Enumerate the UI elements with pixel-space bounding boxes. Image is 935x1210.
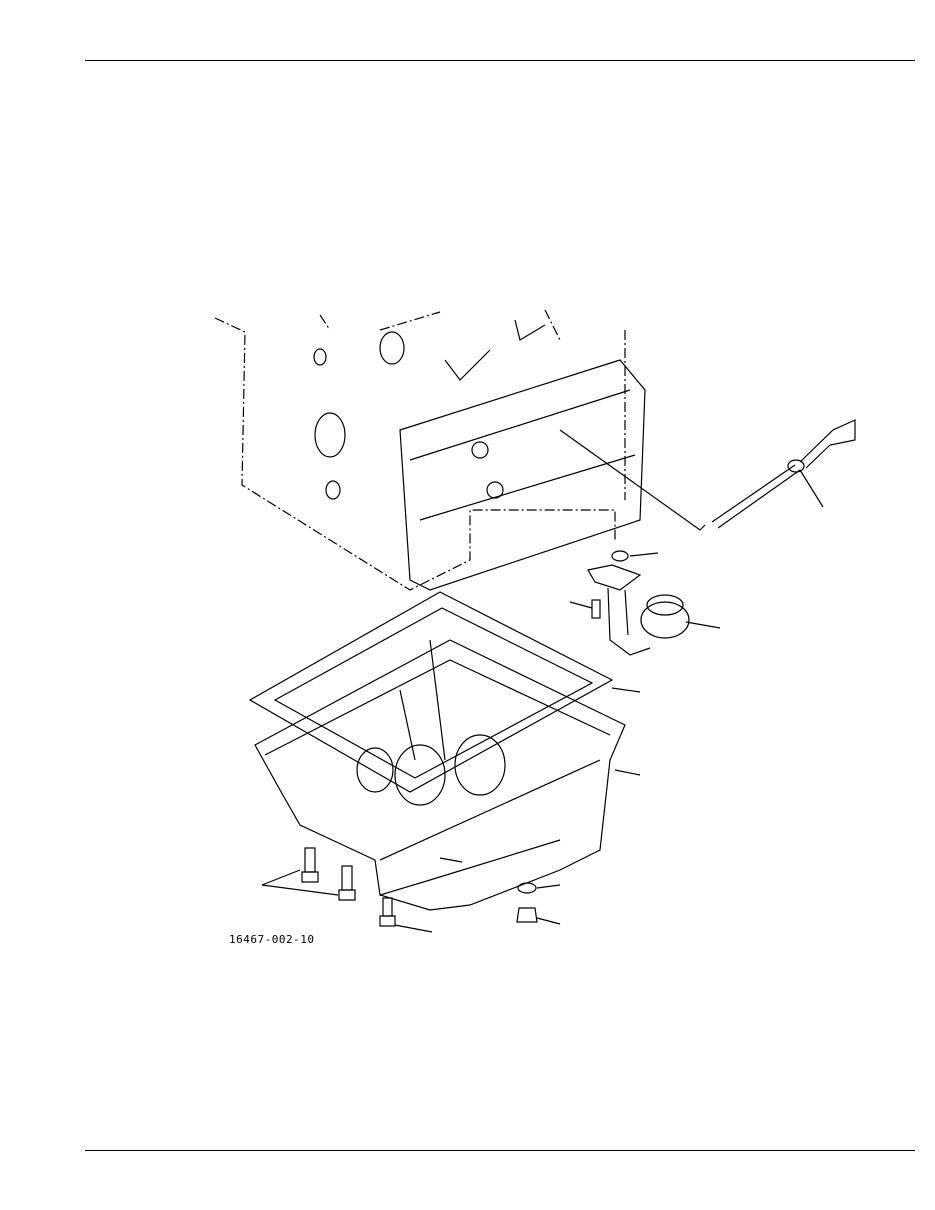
drain-plug — [516, 907, 561, 925]
oil-pan — [254, 639, 641, 911]
pan-bolts — [261, 847, 433, 933]
strainer-bolt — [569, 599, 601, 619]
engine-block-detail — [313, 319, 706, 591]
header-rule — [85, 60, 915, 61]
oil-pan-gasket — [248, 591, 641, 793]
oil-strainer — [587, 564, 721, 656]
dipstick — [711, 419, 856, 529]
figure-reference-number: 16467-002-10 — [229, 933, 315, 946]
o-ring — [611, 550, 659, 562]
drain-washer — [517, 882, 561, 894]
footer-rule — [85, 1150, 915, 1151]
engine-block — [214, 309, 626, 591]
